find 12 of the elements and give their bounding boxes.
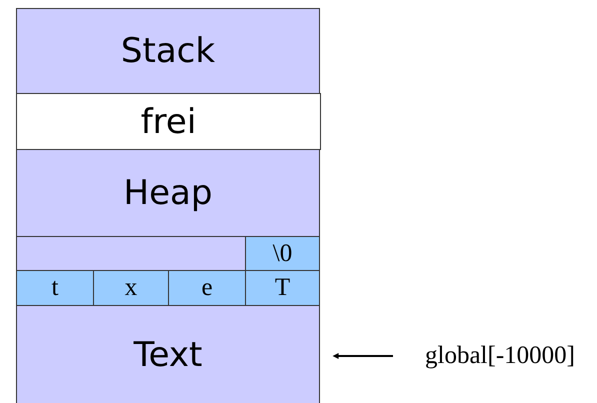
pointer-label: global[-10000] bbox=[405, 338, 595, 374]
memory-segment: Text bbox=[16, 305, 320, 403]
memory-cell: e bbox=[168, 270, 246, 306]
memory-segment: Stack bbox=[16, 8, 320, 94]
memory-cell: x bbox=[93, 270, 169, 306]
arrow bbox=[332, 353, 393, 359]
memory-segment bbox=[16, 236, 246, 271]
memory-cell: \0 bbox=[245, 236, 320, 271]
memory-cell: T bbox=[245, 270, 320, 306]
memory-cell: t bbox=[16, 270, 94, 306]
memory-segment: frei bbox=[16, 93, 321, 150]
memory-segment: Heap bbox=[16, 149, 320, 237]
